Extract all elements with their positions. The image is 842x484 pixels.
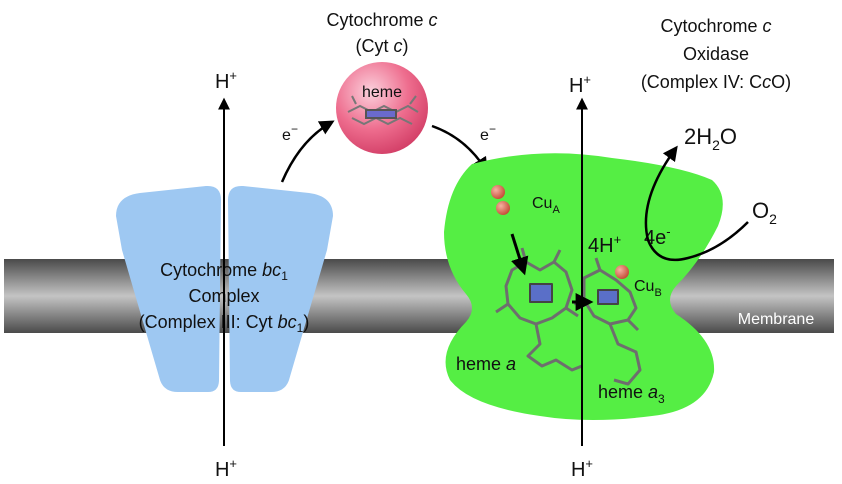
cua-atom-1 <box>491 185 505 199</box>
cytc-heme-label: heme <box>362 84 402 101</box>
proton-top-right: H+ <box>569 72 591 97</box>
cytc-title-line1: Cytochrome c <box>326 10 437 30</box>
proton-bottom-right: H+ <box>571 456 593 481</box>
oxygen-label: O2 <box>752 198 777 227</box>
cco-title-line1: Cytochrome c <box>660 16 771 36</box>
cub-atom <box>615 265 629 279</box>
cco-title-line2: Oxidase <box>683 44 749 64</box>
cua-to-heme-a-arrow <box>510 233 529 276</box>
cytc-heme-molecule-icon <box>347 95 419 126</box>
complex-iii-label-line1: Cytochrome bc1 <box>160 260 288 283</box>
complex-iii-label-line3: (Complex III: Cyt bc1) <box>139 312 310 335</box>
cco-title-line3: (Complex IV: CcO) <box>641 72 791 92</box>
oxygen-reduction-arrow <box>644 145 749 262</box>
electron-arrow-to-cytc <box>280 120 335 183</box>
electron-label-right: e− <box>480 122 496 144</box>
heme-a-molecule-icon <box>495 247 583 372</box>
proton-bottom-left: H+ <box>215 456 237 481</box>
proton-top-left: H+ <box>215 68 237 93</box>
cub-label: CuB <box>634 278 662 299</box>
heme-a-label: heme a <box>456 354 516 374</box>
four-protons-label: 4H+ <box>588 232 621 257</box>
cua-atom-2 <box>496 201 510 215</box>
heme-a3-label: heme a3 <box>598 382 665 406</box>
water-label: 2H2O <box>684 124 737 153</box>
cytc-title-line2: (Cyt c) <box>356 36 409 56</box>
membrane-label: Membrane <box>738 311 815 328</box>
cua-label: CuA <box>532 195 560 216</box>
complex-iii-shape <box>116 185 333 392</box>
electron-label-left: e− <box>282 122 298 144</box>
